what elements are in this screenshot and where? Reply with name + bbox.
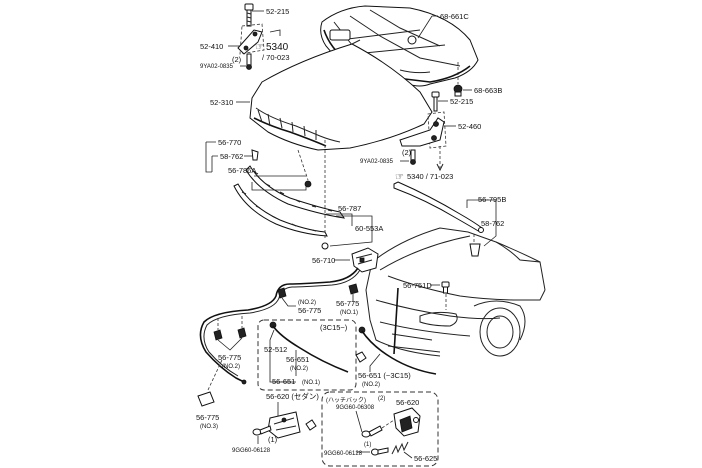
label-68-663B: 68-663B xyxy=(474,86,502,95)
label-9GG60-hb: 9GG60-06128 xyxy=(324,451,363,457)
label-56-775-b: 56-775 xyxy=(336,299,359,308)
label-58-762-right: 58-762 xyxy=(481,219,504,228)
cable-56-651-3c15[interactable] xyxy=(358,326,437,375)
release-cable[interactable] xyxy=(199,267,359,383)
label-hatchback: (ハッチバック) xyxy=(326,397,366,404)
bolt-9YA02-right[interactable] xyxy=(410,149,416,165)
clip-56-775-no2-c2[interactable] xyxy=(237,327,247,339)
seal-56-770[interactable] xyxy=(245,165,346,219)
ref-icon-left: ☞ xyxy=(255,42,264,53)
label-9YA02-right: 9YA02-0835 xyxy=(360,159,394,165)
label-9GG60-sedan: 9GG60-06128 xyxy=(232,448,271,454)
clip-58-762-left[interactable] xyxy=(251,149,259,161)
label-no1-b: (NO.1) xyxy=(340,310,358,316)
seal-56-795B[interactable] xyxy=(393,181,484,233)
clip-56-786A[interactable] xyxy=(304,180,312,188)
label-56-651-no1: 56-651 xyxy=(272,377,295,386)
label-52-215-top: 52-215 xyxy=(266,7,289,16)
label-58-762-left: 58-762 xyxy=(220,152,243,161)
label-56-775-c: 56-775 xyxy=(218,353,241,362)
label-56-751D: 56-751D xyxy=(403,281,432,290)
label-qty1-hb: (1) xyxy=(364,442,371,448)
label-56-775-d: 56-775 xyxy=(196,413,219,422)
label-56-651-3c15: 56-651 (−3C15) xyxy=(358,371,411,380)
label-56-775-a: 56-775 xyxy=(298,306,321,315)
bolt-52-215-right[interactable] xyxy=(431,91,440,112)
bolt-52-215-left[interactable] xyxy=(244,3,254,27)
label-56-770: 56-770 xyxy=(218,138,241,147)
label-68-661C: 68-661C xyxy=(440,12,469,21)
clip-56-775-no1[interactable] xyxy=(348,283,359,295)
label-qty1-sedan: (1) xyxy=(268,435,278,444)
cable-56-651-no2[interactable] xyxy=(269,321,349,373)
spring-56-625[interactable] xyxy=(391,441,409,455)
hinge-52-460[interactable] xyxy=(399,111,447,149)
label-52-410: 52-410 xyxy=(200,42,223,51)
label-56-786A: 56-786A xyxy=(228,166,256,175)
label-no2-c: (NO.2) xyxy=(222,364,240,370)
bolt-9GG60-06128-sedan[interactable] xyxy=(252,425,272,436)
bolt-9YA02-left[interactable] xyxy=(246,53,252,70)
label-ref-5340-left: 5340 xyxy=(266,42,289,53)
label-ref-70-023: / 70-023 xyxy=(262,53,290,62)
hood-stay[interactable] xyxy=(393,287,399,355)
label-56-710: 56-710 xyxy=(312,256,335,265)
label-60-553A: 60-553A xyxy=(355,224,383,233)
label-qty2-hb: (2) xyxy=(378,396,385,402)
label-9YA02-left: 9YA02-0835 xyxy=(200,64,234,70)
label-56-620-hb: 56-620 xyxy=(396,398,419,407)
clip-56-775-no2-c1[interactable] xyxy=(213,329,223,341)
vehicle-front-body xyxy=(365,227,546,357)
clip-56-751D[interactable] xyxy=(441,281,450,294)
clip-58-762-right[interactable] xyxy=(469,243,481,257)
ref-icon-right: ☞ xyxy=(395,172,404,183)
label-box-3c15: (3C15−) xyxy=(320,323,348,332)
label-no2-3c15: (NO.2) xyxy=(362,382,380,388)
label-qty2-right: (2) xyxy=(402,148,412,157)
label-56-787: 56-787 xyxy=(338,204,361,213)
clip-68-663B[interactable] xyxy=(453,84,463,97)
bolt-9GG60-06308[interactable] xyxy=(361,425,383,438)
label-no2-651: (NO.2) xyxy=(290,366,308,372)
hood-latch-56-710[interactable] xyxy=(351,247,379,273)
label-no3-d: (NO.3) xyxy=(200,424,218,430)
label-52-215-right: 52-215 xyxy=(450,97,473,106)
lock-56-620-hatchback[interactable] xyxy=(393,407,421,437)
clip-60-553A[interactable] xyxy=(321,242,329,250)
label-ref-5340-71: 5340 / 71-023 xyxy=(407,172,453,181)
hinge-52-410[interactable] xyxy=(237,23,265,55)
label-no1-651: (NO.1) xyxy=(302,380,320,386)
grommet[interactable] xyxy=(355,351,367,363)
label-no2-a: (NO.2) xyxy=(298,300,316,306)
bolt-9GG60-06128-hb[interactable] xyxy=(371,447,389,456)
label-56-625: 56-625 xyxy=(414,454,437,463)
label-52-512: 52-512 xyxy=(264,345,287,354)
seal-56-787[interactable] xyxy=(233,183,328,237)
label-56-795B: 56-795B xyxy=(478,195,506,204)
label-56-651-no2: 56-651 xyxy=(286,355,309,364)
hood-panel[interactable] xyxy=(249,39,433,151)
clip-56-775-no2-a[interactable] xyxy=(277,287,287,299)
label-qty2-left: (2) xyxy=(232,55,242,64)
label-52-310: 52-310 xyxy=(210,98,233,107)
grommet-sedan[interactable] xyxy=(305,419,317,431)
clip-56-775-no3[interactable] xyxy=(197,391,215,407)
label-9GG60-06308: 9GG60-06308 xyxy=(336,405,375,411)
label-56-620-sedan: 56-620 (セダン) xyxy=(266,391,319,401)
group-box-hatchback xyxy=(321,391,439,467)
label-52-460: 52-460 xyxy=(458,122,481,131)
